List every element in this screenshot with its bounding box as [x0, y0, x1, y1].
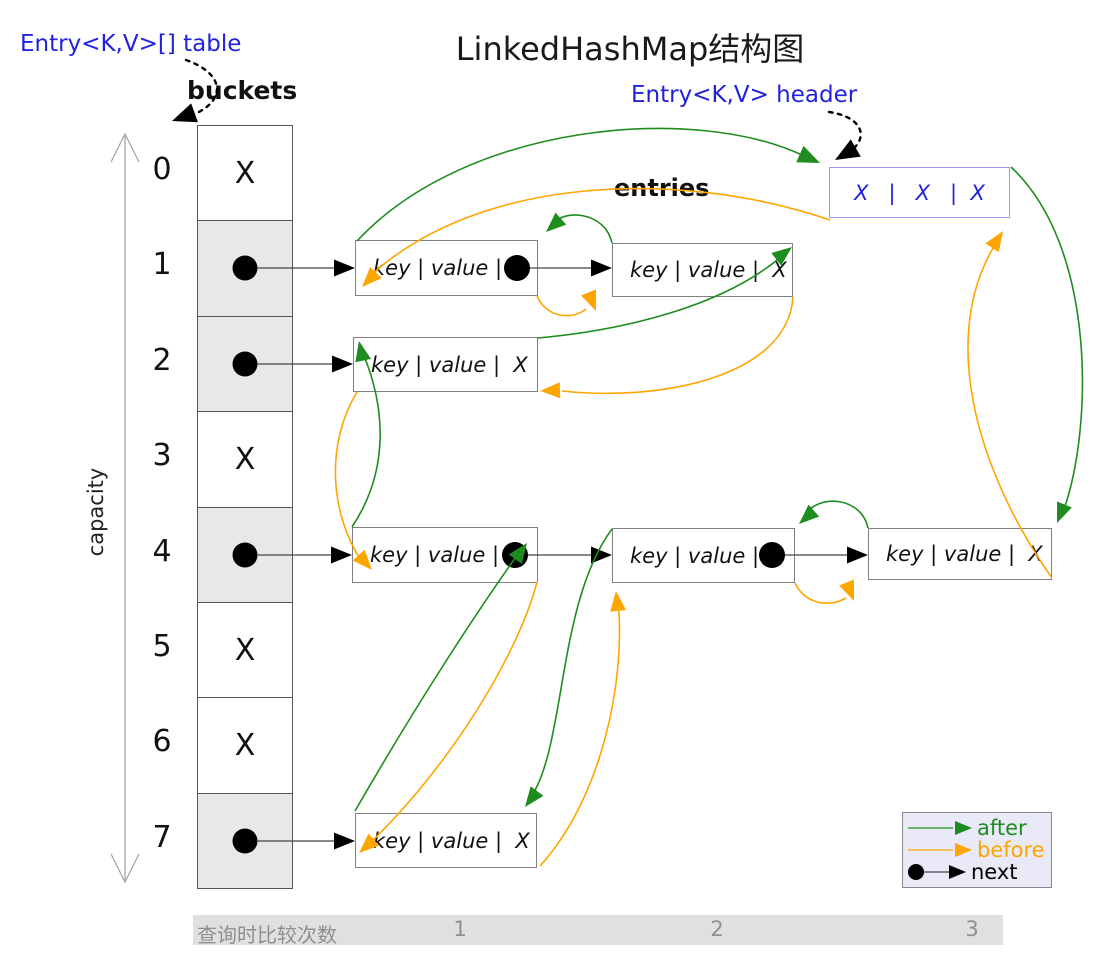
- entry-box-bucket2-1: key | value | X: [353, 337, 538, 392]
- arrowhead: [334, 832, 355, 850]
- bucket-index-1: 1: [152, 247, 172, 282]
- arrowhead: [799, 504, 820, 524]
- arrowhead: [332, 355, 353, 373]
- bucket-cell-5: X: [198, 602, 292, 699]
- arrowhead: [581, 289, 596, 311]
- entry-text: key | value |: [373, 256, 509, 280]
- arrowhead: [985, 231, 1003, 253]
- comparison-count-bar: [193, 915, 1003, 945]
- after-header-to-43: [1010, 166, 1084, 513]
- entry-text: key | value | X: [630, 258, 787, 282]
- comparison-count-3: 3: [965, 917, 979, 941]
- arrowhead: [610, 591, 627, 612]
- header-entry-box: X | X | X: [829, 167, 1010, 218]
- comparison-count-2: 2: [710, 917, 724, 941]
- arrowhead: [847, 546, 868, 564]
- buckets-label: buckets: [187, 76, 298, 105]
- arrowhead: [331, 546, 352, 564]
- arrowhead: [839, 579, 854, 601]
- entry-box-bucket4-3: key | value | X: [868, 528, 1052, 580]
- bucket-index-0: 0: [152, 152, 172, 187]
- bucket-array: X X X X: [197, 125, 293, 889]
- entries-label: entries: [614, 174, 710, 202]
- after-1a-to-header: [356, 127, 805, 242]
- entry-text: key | value |: [370, 543, 506, 567]
- before-7-to-42: [539, 600, 621, 867]
- bucket-cell-3: X: [198, 412, 292, 508]
- entry-box-bucket1-2: key | value | X: [612, 243, 793, 297]
- before-41-to-7: [365, 581, 538, 848]
- legend-next-label: next: [971, 860, 1018, 884]
- arrowhead: [796, 145, 820, 163]
- bucket-index-7: 7: [152, 820, 172, 855]
- header-pointer-arrow: [827, 110, 862, 160]
- table-pointer-label: Entry<K,V>[] table: [20, 31, 242, 57]
- after-42-to-7: [530, 528, 613, 798]
- bucket-index-6: 6: [152, 724, 172, 759]
- legend-before-label: before: [977, 838, 1045, 862]
- before-42-to-43: [794, 582, 847, 605]
- arrowhead: [835, 139, 861, 160]
- before-1b-to-2: [561, 296, 794, 395]
- entry-text: key | value | X: [373, 828, 530, 853]
- entry-box-bucket4-1: key | value |: [352, 527, 538, 583]
- bucket-index-2: 2: [152, 343, 172, 378]
- bucket-cell-1: [198, 221, 292, 317]
- empty-marker: X: [234, 441, 256, 477]
- entry-box-bucket7-1: key | value | X: [355, 813, 537, 868]
- arrowhead: [334, 259, 355, 277]
- bucket-cell-4: [198, 507, 292, 603]
- entry-box-bucket4-2: key | value |: [612, 528, 795, 583]
- diagram-title: LinkedHashMap结构图: [455, 30, 805, 68]
- after-1b-to-1a: [550, 214, 613, 244]
- before-1a-to-1b: [536, 295, 587, 317]
- arrowhead: [591, 259, 612, 277]
- arrowhead: [546, 212, 567, 232]
- capacity-label: capacity: [84, 467, 108, 557]
- bucket-cell-2: [198, 316, 292, 413]
- arrowhead: [591, 546, 612, 564]
- comparison-count-1: 1: [453, 917, 467, 941]
- bucket-index-4: 4: [152, 534, 172, 569]
- entry-text: key | value | X: [886, 542, 1043, 566]
- bucket-cell-0: X: [198, 126, 292, 222]
- entry-text: key | value |: [630, 543, 766, 568]
- header-entry-text: X | X | X: [854, 180, 985, 205]
- entry-box-bucket1-1: key | value |: [355, 240, 538, 296]
- arrowhead: [540, 382, 561, 399]
- bucket-cell-7: [198, 793, 292, 888]
- empty-marker: X: [234, 632, 256, 668]
- bucket-index-3: 3: [152, 438, 172, 473]
- bucket-cell-6: X: [198, 698, 292, 794]
- empty-marker: X: [234, 155, 256, 191]
- legend-after-label: after: [977, 816, 1027, 840]
- empty-marker: X: [234, 727, 256, 763]
- after-43-to-42: [804, 500, 869, 529]
- capacity-extent-arrow: [110, 132, 140, 884]
- after-7-to-41: [354, 553, 519, 812]
- arrowhead: [525, 786, 544, 807]
- arrowhead: [172, 103, 198, 123]
- arrowhead: [1057, 501, 1072, 523]
- header-pointer-label: Entry<K,V> header: [631, 82, 858, 108]
- after-arrows: [351, 127, 1084, 812]
- comparison-count-label: 查询时比较次数: [197, 923, 337, 947]
- entry-text: key | value | X: [371, 352, 528, 377]
- bucket-index-5: 5: [152, 629, 172, 664]
